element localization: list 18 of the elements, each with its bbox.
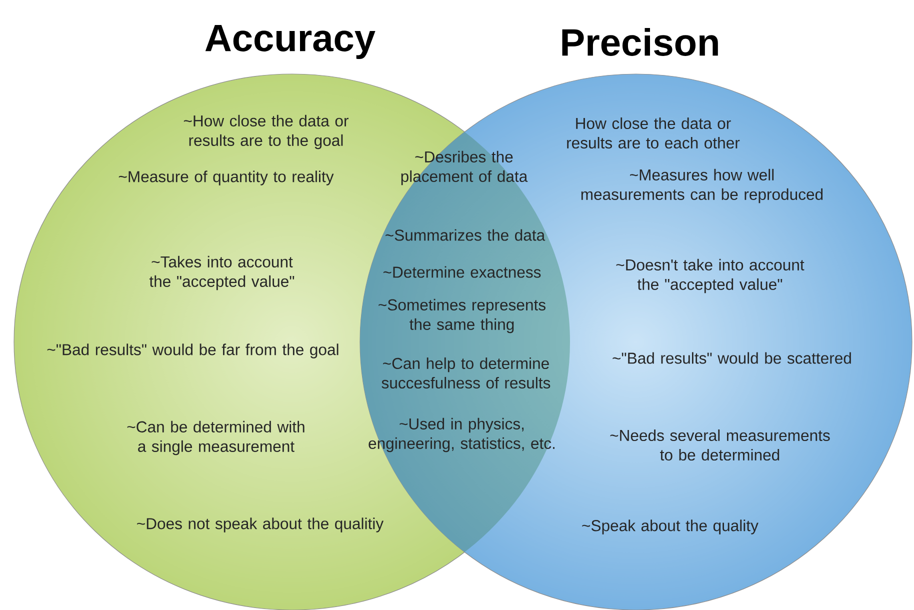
bullet-text: How close the data or results are to each other bbox=[567, 117, 740, 149]
circle-title: Accuracy bbox=[205, 24, 376, 60]
bullet-text: ~Takes into account the "accepted value" bbox=[149, 256, 294, 290]
bullet-text: ~Determine exactness bbox=[383, 266, 541, 278]
bullet-text: ~Does not speak about the qualitiy bbox=[137, 518, 384, 532]
bullet-text: ~"Bad results" would be scattered bbox=[612, 352, 851, 364]
bullet-text: ~"Bad results" would be far from the goal bbox=[47, 344, 338, 358]
bullet-text: ~Doesn't take into account the "accepted value" bbox=[616, 258, 804, 294]
bullet-text: ~Speak about the quality bbox=[582, 520, 758, 534]
bullet-text: ~Measure of quantity to reality bbox=[118, 170, 334, 186]
bullet-text: ~Can be determined with a single measurement bbox=[127, 420, 304, 456]
bullet-text: ~Needs several measurements to be determined bbox=[610, 429, 830, 461]
bullet-text: ~Measures how well measurements can be reproduced bbox=[581, 168, 823, 204]
bullet-text: ~Summarizes the data bbox=[386, 229, 546, 241]
bullet-text: ~Can help to determine succesfulness of results bbox=[382, 357, 550, 389]
circle-title: Precison bbox=[562, 28, 718, 56]
bullet-text: ~How close the data or results are to the goal bbox=[184, 114, 348, 150]
bullet-text: ~Sometimes represents the same thing bbox=[378, 298, 546, 334]
